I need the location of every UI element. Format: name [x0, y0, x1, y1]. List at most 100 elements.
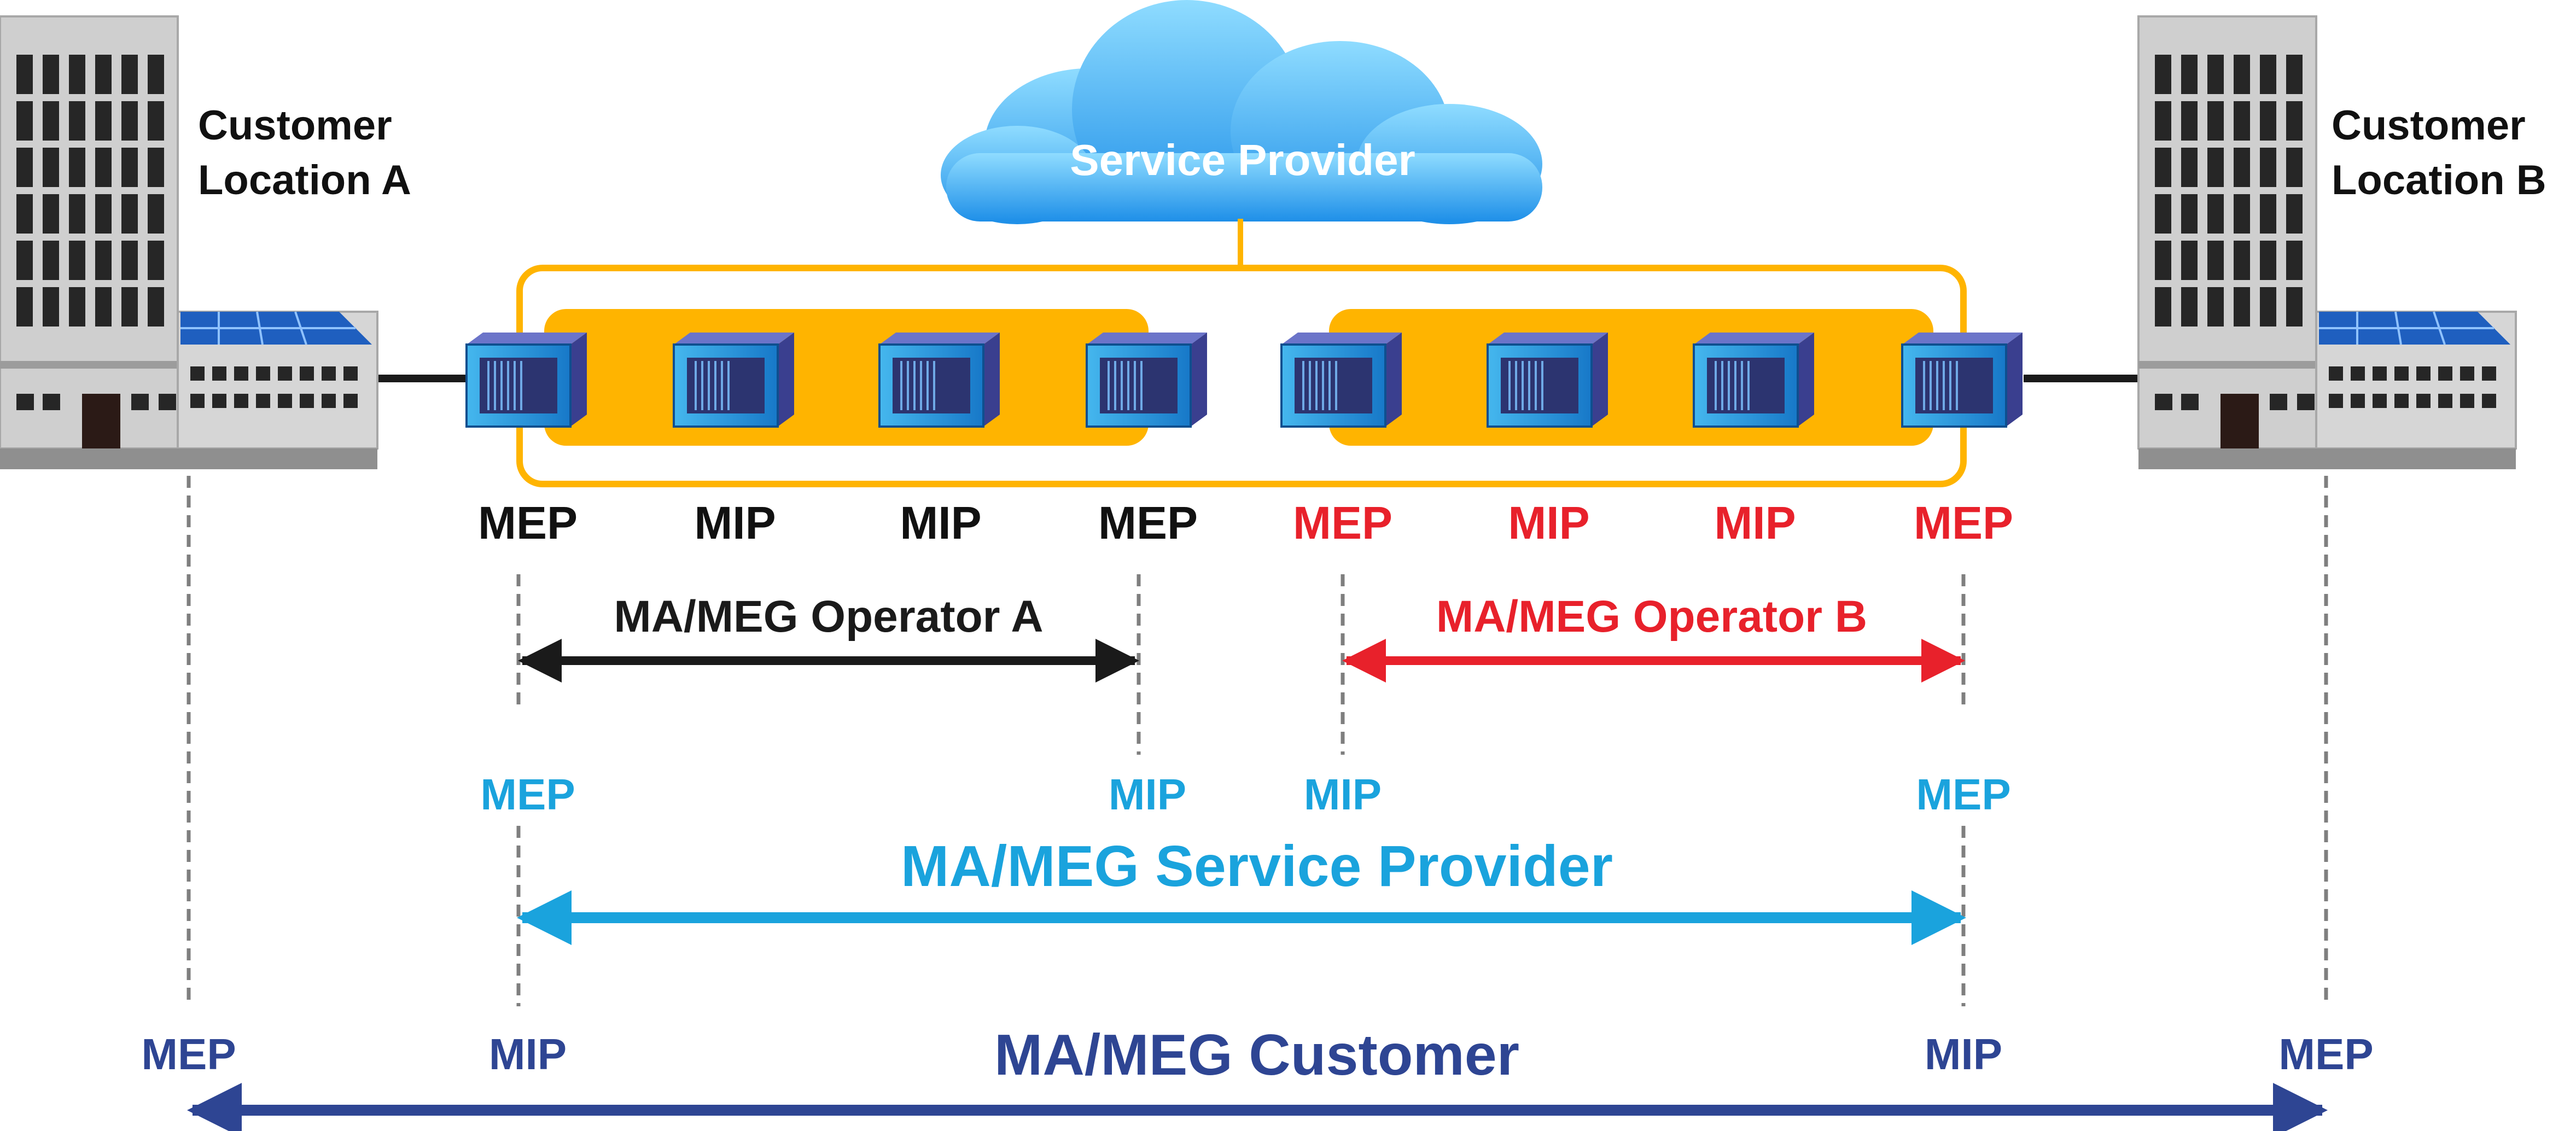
building-a-window — [148, 101, 164, 141]
location-b-line1: Customer — [2332, 102, 2526, 149]
cust-endpoint-3: MIP — [1925, 1030, 2002, 1078]
building-b-annex-window — [2438, 394, 2452, 408]
building-a-window — [121, 55, 138, 94]
sp-endpoint-2: MIP — [1109, 770, 1186, 819]
operator-a-band — [544, 309, 1149, 446]
building-b-window — [2234, 287, 2250, 327]
building-a-window — [16, 148, 33, 187]
building-a-window — [131, 394, 149, 410]
building-a-window — [43, 148, 59, 187]
building-a-window — [95, 101, 112, 141]
device-label: MIP — [1714, 497, 1796, 549]
building-a-annex-window — [256, 394, 270, 408]
building-a-window — [95, 55, 112, 94]
network-device — [1280, 331, 1403, 428]
building-a-window — [95, 241, 112, 280]
building-b-window — [2286, 148, 2303, 187]
building-b-window — [2286, 55, 2303, 94]
building-b-window — [2286, 194, 2303, 234]
location-a-line1: Customer — [198, 102, 392, 149]
device-label: MIP — [900, 497, 981, 549]
building-b-window — [2181, 101, 2198, 141]
device-label: MIP — [694, 497, 776, 549]
location-a-label: Customer Location A — [198, 98, 411, 208]
building-b-window — [2207, 148, 2224, 187]
building-b-window — [2286, 241, 2303, 280]
building-a-window — [16, 194, 33, 234]
building-a-windows — [16, 55, 358, 410]
building-b-window — [2181, 194, 2198, 234]
building-b-window — [2260, 148, 2276, 187]
building-b-window — [2155, 194, 2171, 234]
service-provider-title: MA/MEG Service Provider — [901, 834, 1613, 899]
building-a-window — [148, 287, 164, 327]
network-device — [878, 331, 1001, 428]
building-a-annex-window — [343, 394, 358, 408]
building-b-window — [2155, 394, 2172, 410]
network-device — [1086, 331, 1208, 428]
building-b-window — [2270, 394, 2287, 410]
device-label: MEP — [1098, 497, 1198, 549]
building-a-annex-window — [234, 366, 248, 381]
building-a-annex-window — [278, 366, 292, 381]
building-a-window — [95, 148, 112, 187]
building-b-annex-window — [2482, 394, 2496, 408]
dashed-guides — [187, 476, 2328, 1006]
building-b-window — [2155, 287, 2171, 327]
building-b-window — [2286, 287, 2303, 327]
network-device — [1693, 331, 1815, 428]
building-a-annex-window — [300, 394, 314, 408]
building-b-annex-window — [2329, 394, 2343, 408]
cust-endpoint-4: MEP — [2278, 1030, 2373, 1078]
building-b-window — [2207, 194, 2224, 234]
building-b-annex-window — [2394, 366, 2409, 381]
building-b-window — [2207, 241, 2224, 280]
building-b-window — [2260, 194, 2276, 234]
cloud-label: Service Provider — [1070, 136, 1415, 184]
building-b-window — [2234, 148, 2250, 187]
building-a-window — [95, 287, 112, 327]
cust-endpoint-2: MIP — [489, 1030, 567, 1078]
building-a-annex-window — [322, 394, 336, 408]
building-a-window — [121, 148, 138, 187]
building-b-window — [2181, 287, 2198, 327]
building-b-window — [2181, 148, 2198, 187]
operator-b-title: MA/MEG Operator B — [1436, 592, 1867, 642]
operator-b-band — [1329, 309, 1933, 446]
building-a-annex-window — [322, 366, 336, 381]
sp-endpoint-3: MIP — [1304, 770, 1382, 819]
building-b-window — [2181, 241, 2198, 280]
building-a-window — [121, 101, 138, 141]
network-devices — [465, 331, 2024, 428]
building-a-window — [121, 194, 138, 234]
building-b-window — [2207, 101, 2224, 141]
location-b-line2: Location B — [2332, 157, 2546, 203]
building-a-annex-window — [212, 394, 226, 408]
building-a-window — [43, 241, 59, 280]
building-a-annex-window — [343, 366, 358, 381]
building-b-window — [2155, 55, 2171, 94]
building-a-window — [121, 287, 138, 327]
building-b-annex-window — [2394, 394, 2409, 408]
building-b-window — [2260, 241, 2276, 280]
building-a-window — [148, 55, 164, 94]
building-a-annex-window — [190, 394, 205, 408]
sp-endpoint-4: MEP — [1916, 770, 2010, 819]
building-b-window — [2181, 394, 2199, 410]
building-b-window — [2181, 55, 2198, 94]
building-b-window — [2297, 394, 2315, 410]
building-a-window — [148, 148, 164, 187]
building-b-annex-window — [2460, 366, 2474, 381]
building-b-window — [2207, 55, 2224, 94]
building-a-window — [148, 241, 164, 280]
building-b-annex-window — [2460, 394, 2474, 408]
building-a-window — [43, 55, 59, 94]
building-a-window — [148, 194, 164, 234]
building-a-window — [16, 55, 33, 94]
building-b-annex-window — [2416, 394, 2431, 408]
network-device — [673, 331, 795, 428]
building-a-window — [16, 287, 33, 327]
building-b-window — [2234, 55, 2250, 94]
building-b-annex-window — [2373, 394, 2387, 408]
building-a-annex-window — [190, 366, 205, 381]
